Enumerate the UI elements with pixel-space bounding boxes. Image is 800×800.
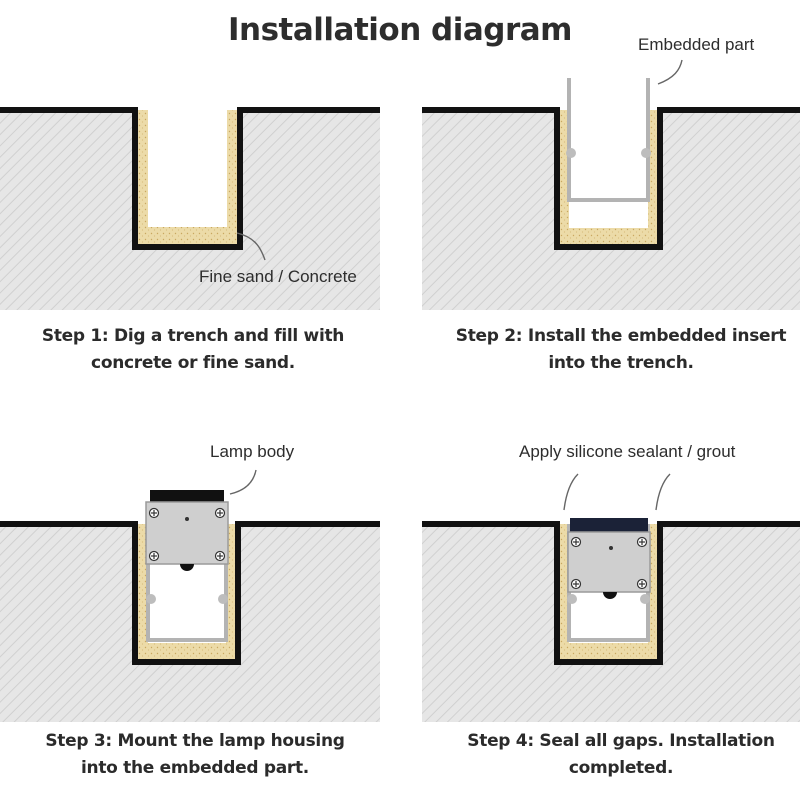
lamp-lens bbox=[150, 490, 224, 502]
embedded-part bbox=[567, 78, 650, 202]
step-4-caption: Step 4: Seal all gaps. Installation comp… bbox=[426, 728, 800, 782]
step-3-illustration: Lamp body bbox=[0, 442, 380, 722]
ground bbox=[0, 110, 380, 310]
lamp-body bbox=[145, 501, 229, 565]
step-2-caption: Step 2: Install the embedded insert into… bbox=[426, 323, 800, 377]
page-title: Installation diagram bbox=[227, 12, 573, 48]
step-1-caption-line-2: concrete or fine sand. bbox=[91, 353, 295, 373]
step-2-caption-line-1: Step 2: Install the embedded insert bbox=[455, 326, 787, 346]
step-2-caption-line-2: into the trench. bbox=[548, 353, 694, 373]
callout-embedded-part: Embedded part bbox=[638, 35, 755, 54]
step-3-caption-line-2: into the embedded part. bbox=[81, 758, 309, 778]
step-4-caption-line-2: completed. bbox=[568, 758, 674, 778]
callout-sealant: Apply silicone sealant / grout bbox=[519, 442, 736, 461]
callout-fine-sand: Fine sand / Concrete bbox=[199, 267, 357, 286]
step-4-illustration: Apply silicone sealant / grout bbox=[422, 442, 800, 722]
step-1-caption: Step 1: Dig a trench and fill with concr… bbox=[0, 323, 388, 377]
leader-line bbox=[236, 232, 266, 261]
step-4-caption-line-1: Step 4: Seal all gaps. Installation bbox=[467, 731, 775, 751]
surface-line bbox=[0, 107, 380, 250]
step-1-caption-line-1: Step 1: Dig a trench and fill with bbox=[41, 326, 345, 346]
sand-fill bbox=[135, 110, 240, 247]
step-3-caption: Step 3: Mount the lamp housing into the … bbox=[0, 728, 390, 782]
step-3-caption-line-1: Step 3: Mount the lamp housing bbox=[45, 731, 345, 751]
step-1-illustration: Fine sand / Concrete bbox=[0, 107, 380, 310]
step-2-illustration: Embedded part bbox=[422, 35, 800, 310]
callout-lamp-body: Lamp body bbox=[210, 442, 295, 461]
